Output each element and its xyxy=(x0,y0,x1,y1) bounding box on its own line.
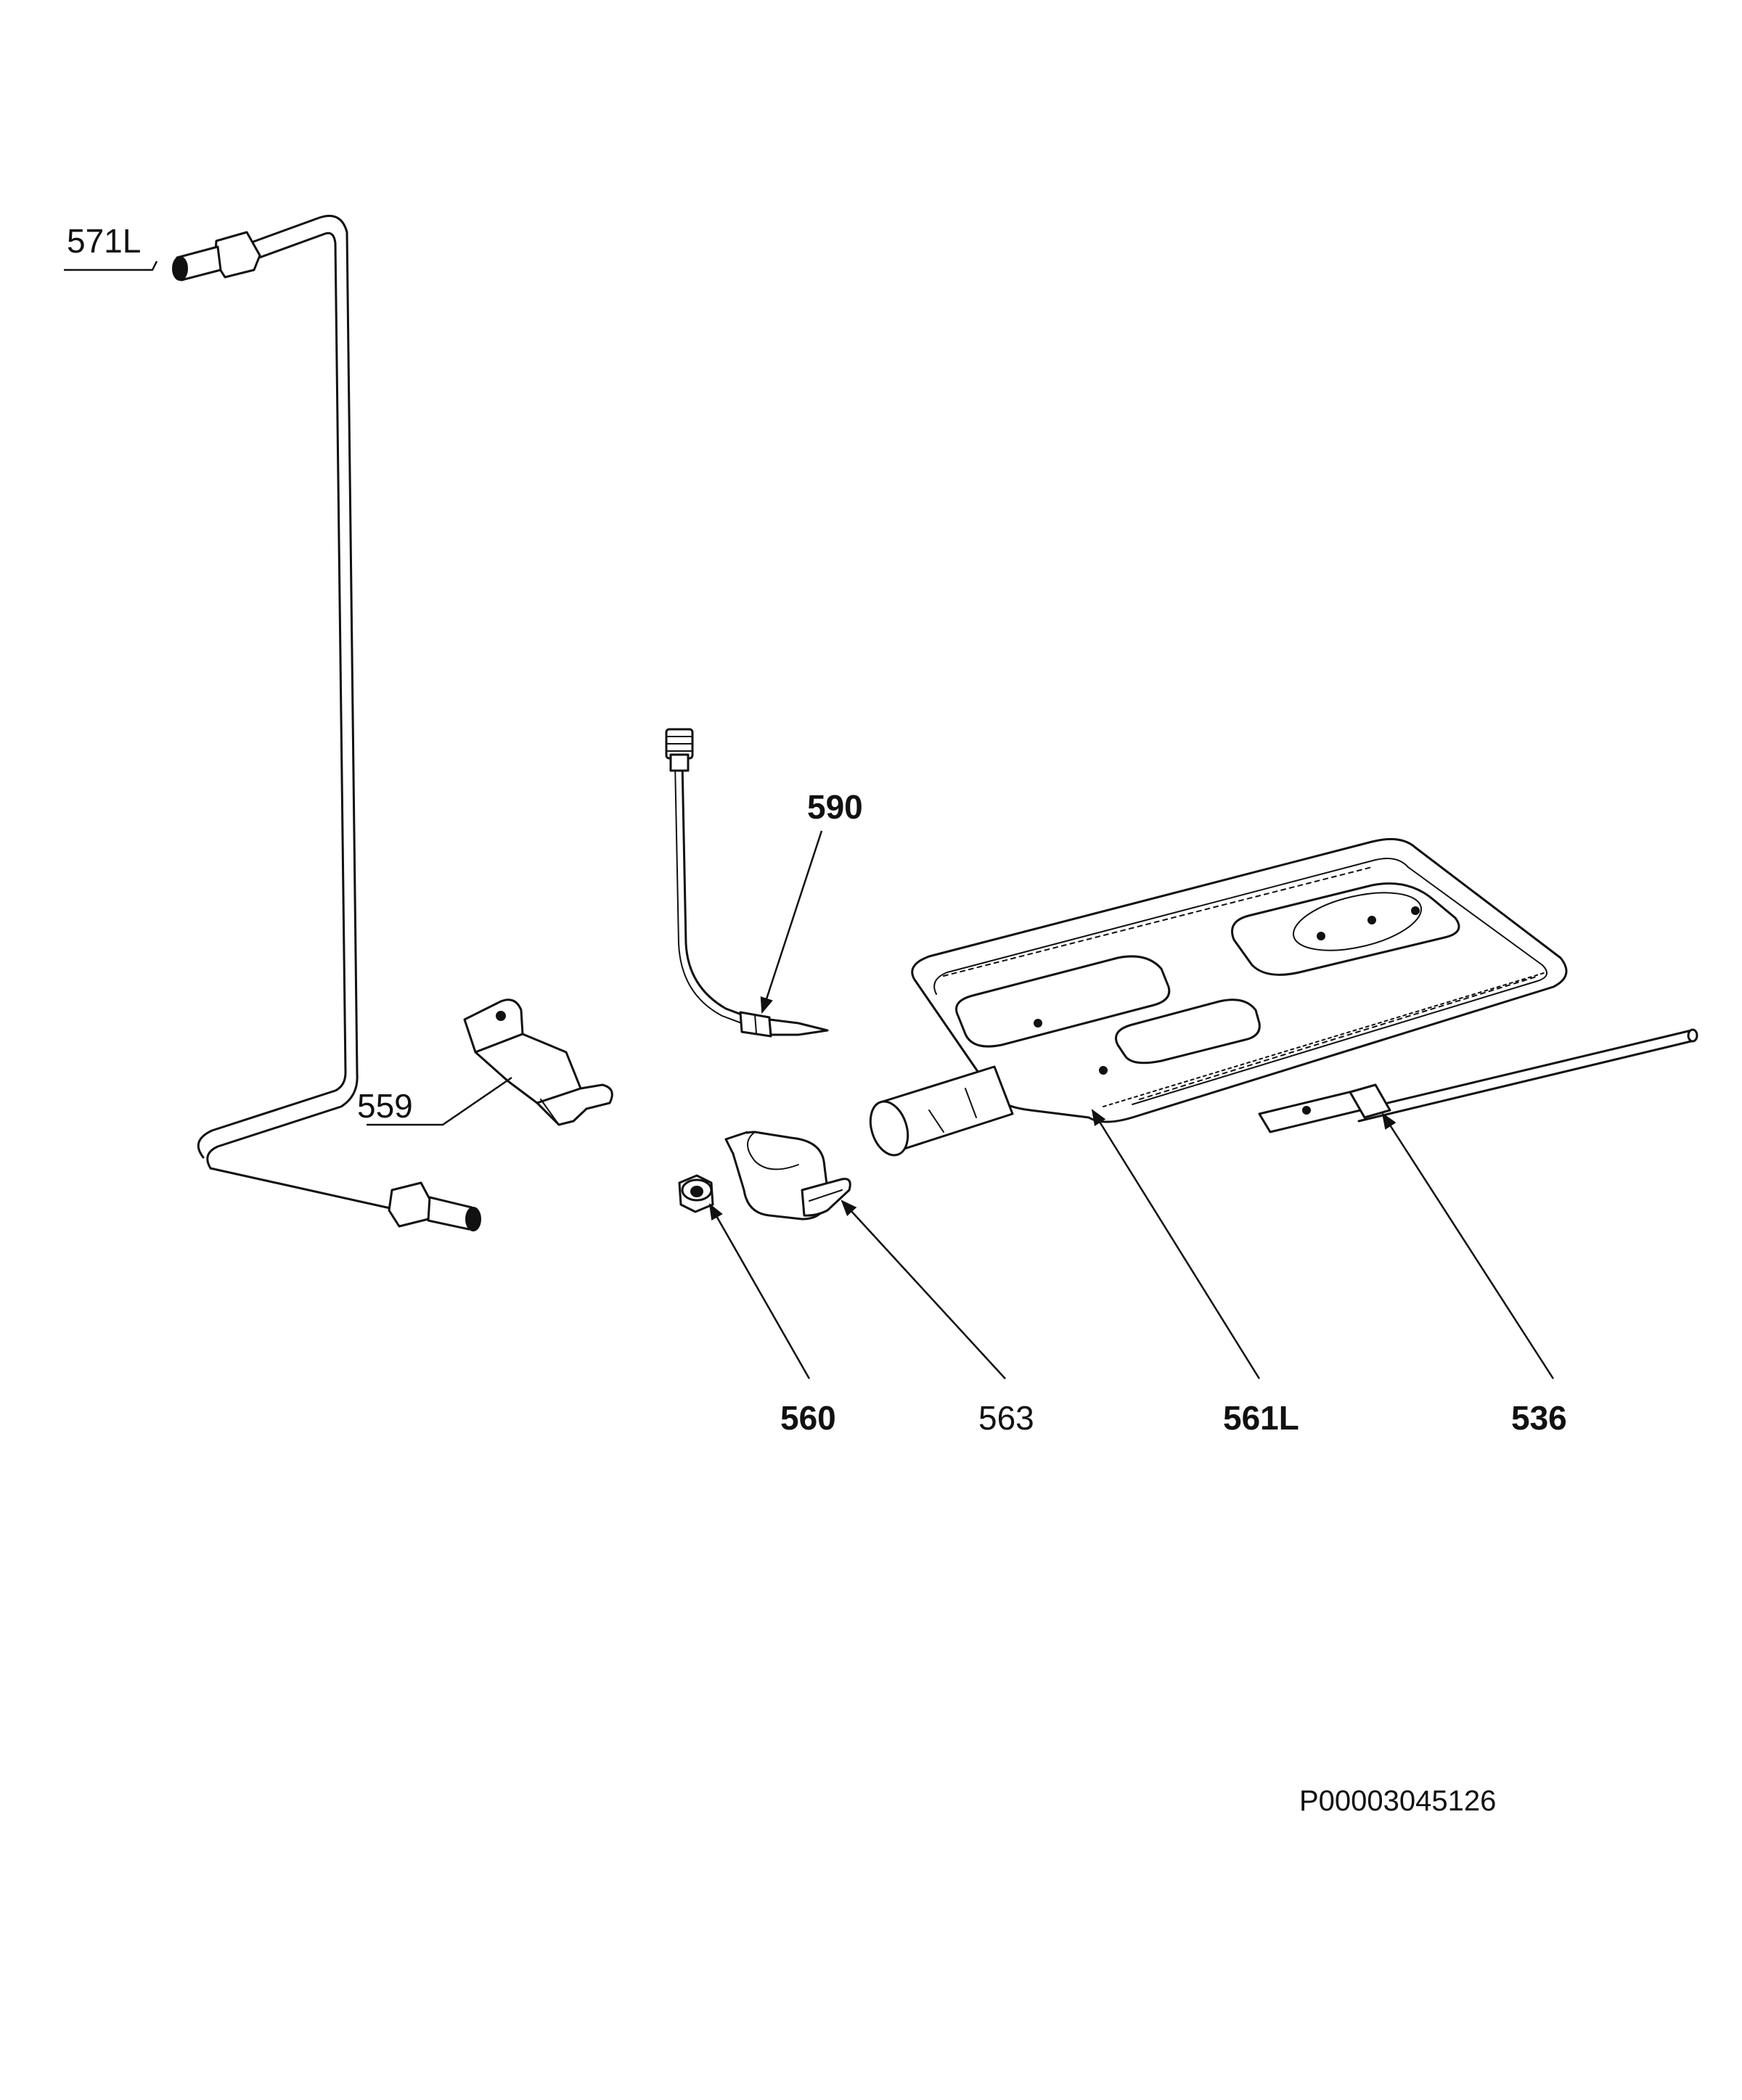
leader-lines xyxy=(64,261,1555,1379)
callout-561L: 561L xyxy=(1223,1399,1299,1437)
bracket-559 xyxy=(463,998,613,1126)
igniter-rod-536 xyxy=(1258,1028,1698,1133)
burner-port-edge xyxy=(1103,972,1547,1107)
callout-536: 536 xyxy=(1511,1399,1567,1437)
thermocouple-590 xyxy=(665,728,829,1038)
burner-slot-lower xyxy=(955,955,1261,1075)
gas-pipe-571L xyxy=(172,215,481,1231)
injector-560 xyxy=(678,1174,714,1213)
callout-590: 590 xyxy=(807,788,863,826)
pipe-nut-top xyxy=(172,231,261,282)
thermocouple-tip xyxy=(739,1011,829,1038)
burner-561L xyxy=(869,837,1568,1157)
callout-563: 563 xyxy=(978,1399,1034,1437)
document-id: P00003045126 xyxy=(1299,1785,1496,1817)
callout-559: 559 xyxy=(357,1087,413,1125)
callout-571L: 571L xyxy=(67,222,141,260)
callout-560: 560 xyxy=(780,1399,836,1437)
clamp-563 xyxy=(724,1131,851,1221)
burner-slot-upper xyxy=(1231,882,1460,976)
pipe-nut-bottom xyxy=(388,1181,481,1231)
thermocouple-connector xyxy=(665,728,694,772)
burner-venturi-tube xyxy=(869,1065,1014,1157)
